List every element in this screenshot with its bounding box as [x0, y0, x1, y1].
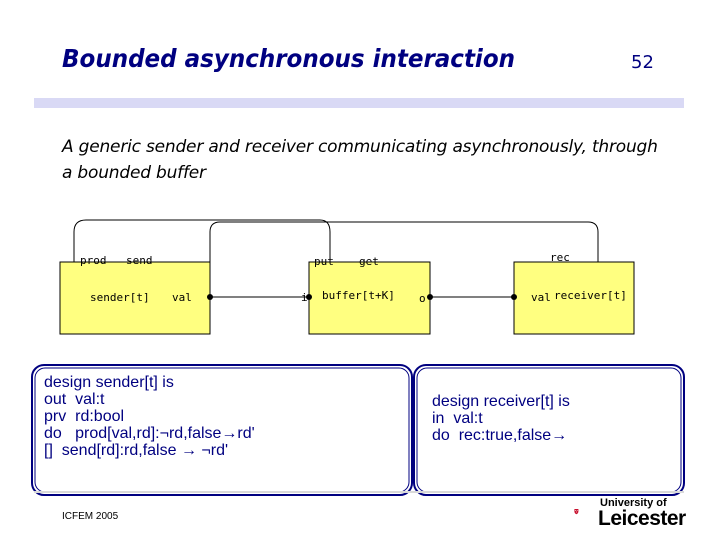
code-keyword: do: [44, 425, 62, 442]
code-text: send[rd]:rd,false → ¬rd': [52, 442, 229, 459]
code-text: sender[t] is: [91, 374, 174, 391]
footer-divider: [34, 491, 684, 493]
receiver-code-line: design receiver[t] is: [432, 393, 570, 410]
port-label-get: get: [359, 255, 379, 268]
receiver-code-line: do rec:true,false→: [432, 427, 570, 444]
code-text: rd:bool: [66, 408, 125, 425]
port-label-o: o: [419, 292, 426, 305]
university-crest-icon: [574, 509, 579, 515]
code-keyword: []: [44, 442, 53, 459]
sender-code-line: prv rd:bool: [44, 408, 255, 425]
title-divider: [34, 98, 684, 108]
port-dot-i: [306, 294, 312, 300]
port-label-send: send: [126, 254, 153, 267]
code-keyword: prv: [44, 408, 67, 425]
sender-box-label: sender[t]: [90, 291, 150, 304]
code-keyword: out: [44, 391, 67, 408]
port-dot-o: [427, 294, 433, 300]
connector-send-get: [209, 221, 599, 262]
port-label-put: put: [314, 255, 334, 268]
code-keyword: design: [44, 374, 92, 391]
code-keyword: design: [432, 393, 480, 410]
connector-prod-put: [73, 219, 331, 262]
code-keyword: do: [432, 427, 450, 444]
receiver-box-label: receiver[t]: [554, 289, 627, 302]
sender-code-line: do prod[val,rd]:¬rd,false→rd': [44, 425, 255, 442]
sender-box: [59, 261, 211, 335]
port-label-rec: rec: [550, 251, 570, 264]
buffer-box-label: buffer[t+K]: [322, 289, 395, 302]
code-text: val:t: [444, 410, 483, 427]
code-text: val:t: [66, 391, 105, 408]
port-label-i: i: [301, 291, 308, 304]
sender-design-frame: [31, 364, 413, 496]
receiver-code-line: in val:t: [432, 410, 570, 427]
code-keyword: in: [432, 410, 445, 427]
port-dot-val-out: [207, 294, 213, 300]
code-text: rec:true,false→: [449, 427, 568, 444]
slide-subtitle: A generic sender and receiver communicat…: [62, 137, 658, 183]
sender-code-line: out val:t: [44, 391, 255, 408]
sender-code-line: design sender[t] is: [44, 374, 255, 391]
port-dot-val-in: [511, 294, 517, 300]
receiver-box: [513, 261, 635, 335]
port-label-prod: prod: [80, 254, 107, 267]
port-label-val-out: val: [172, 291, 192, 304]
port-label-val-in: val: [531, 291, 551, 304]
code-text: prod[val,rd]:¬rd,false→rd': [61, 425, 255, 442]
footer-conference: ICFEM 2005: [62, 511, 119, 522]
sender-code-line: [] send[rd]:rd,false → ¬rd': [44, 442, 255, 459]
slide-title: Bounded asynchronous interaction: [62, 44, 515, 73]
buffer-box: [308, 261, 431, 335]
slide-number: 52: [631, 52, 654, 73]
logo-leicester: Leicester: [598, 507, 686, 530]
code-text: receiver[t] is: [479, 393, 570, 410]
logo-university-of: University of: [600, 497, 667, 509]
